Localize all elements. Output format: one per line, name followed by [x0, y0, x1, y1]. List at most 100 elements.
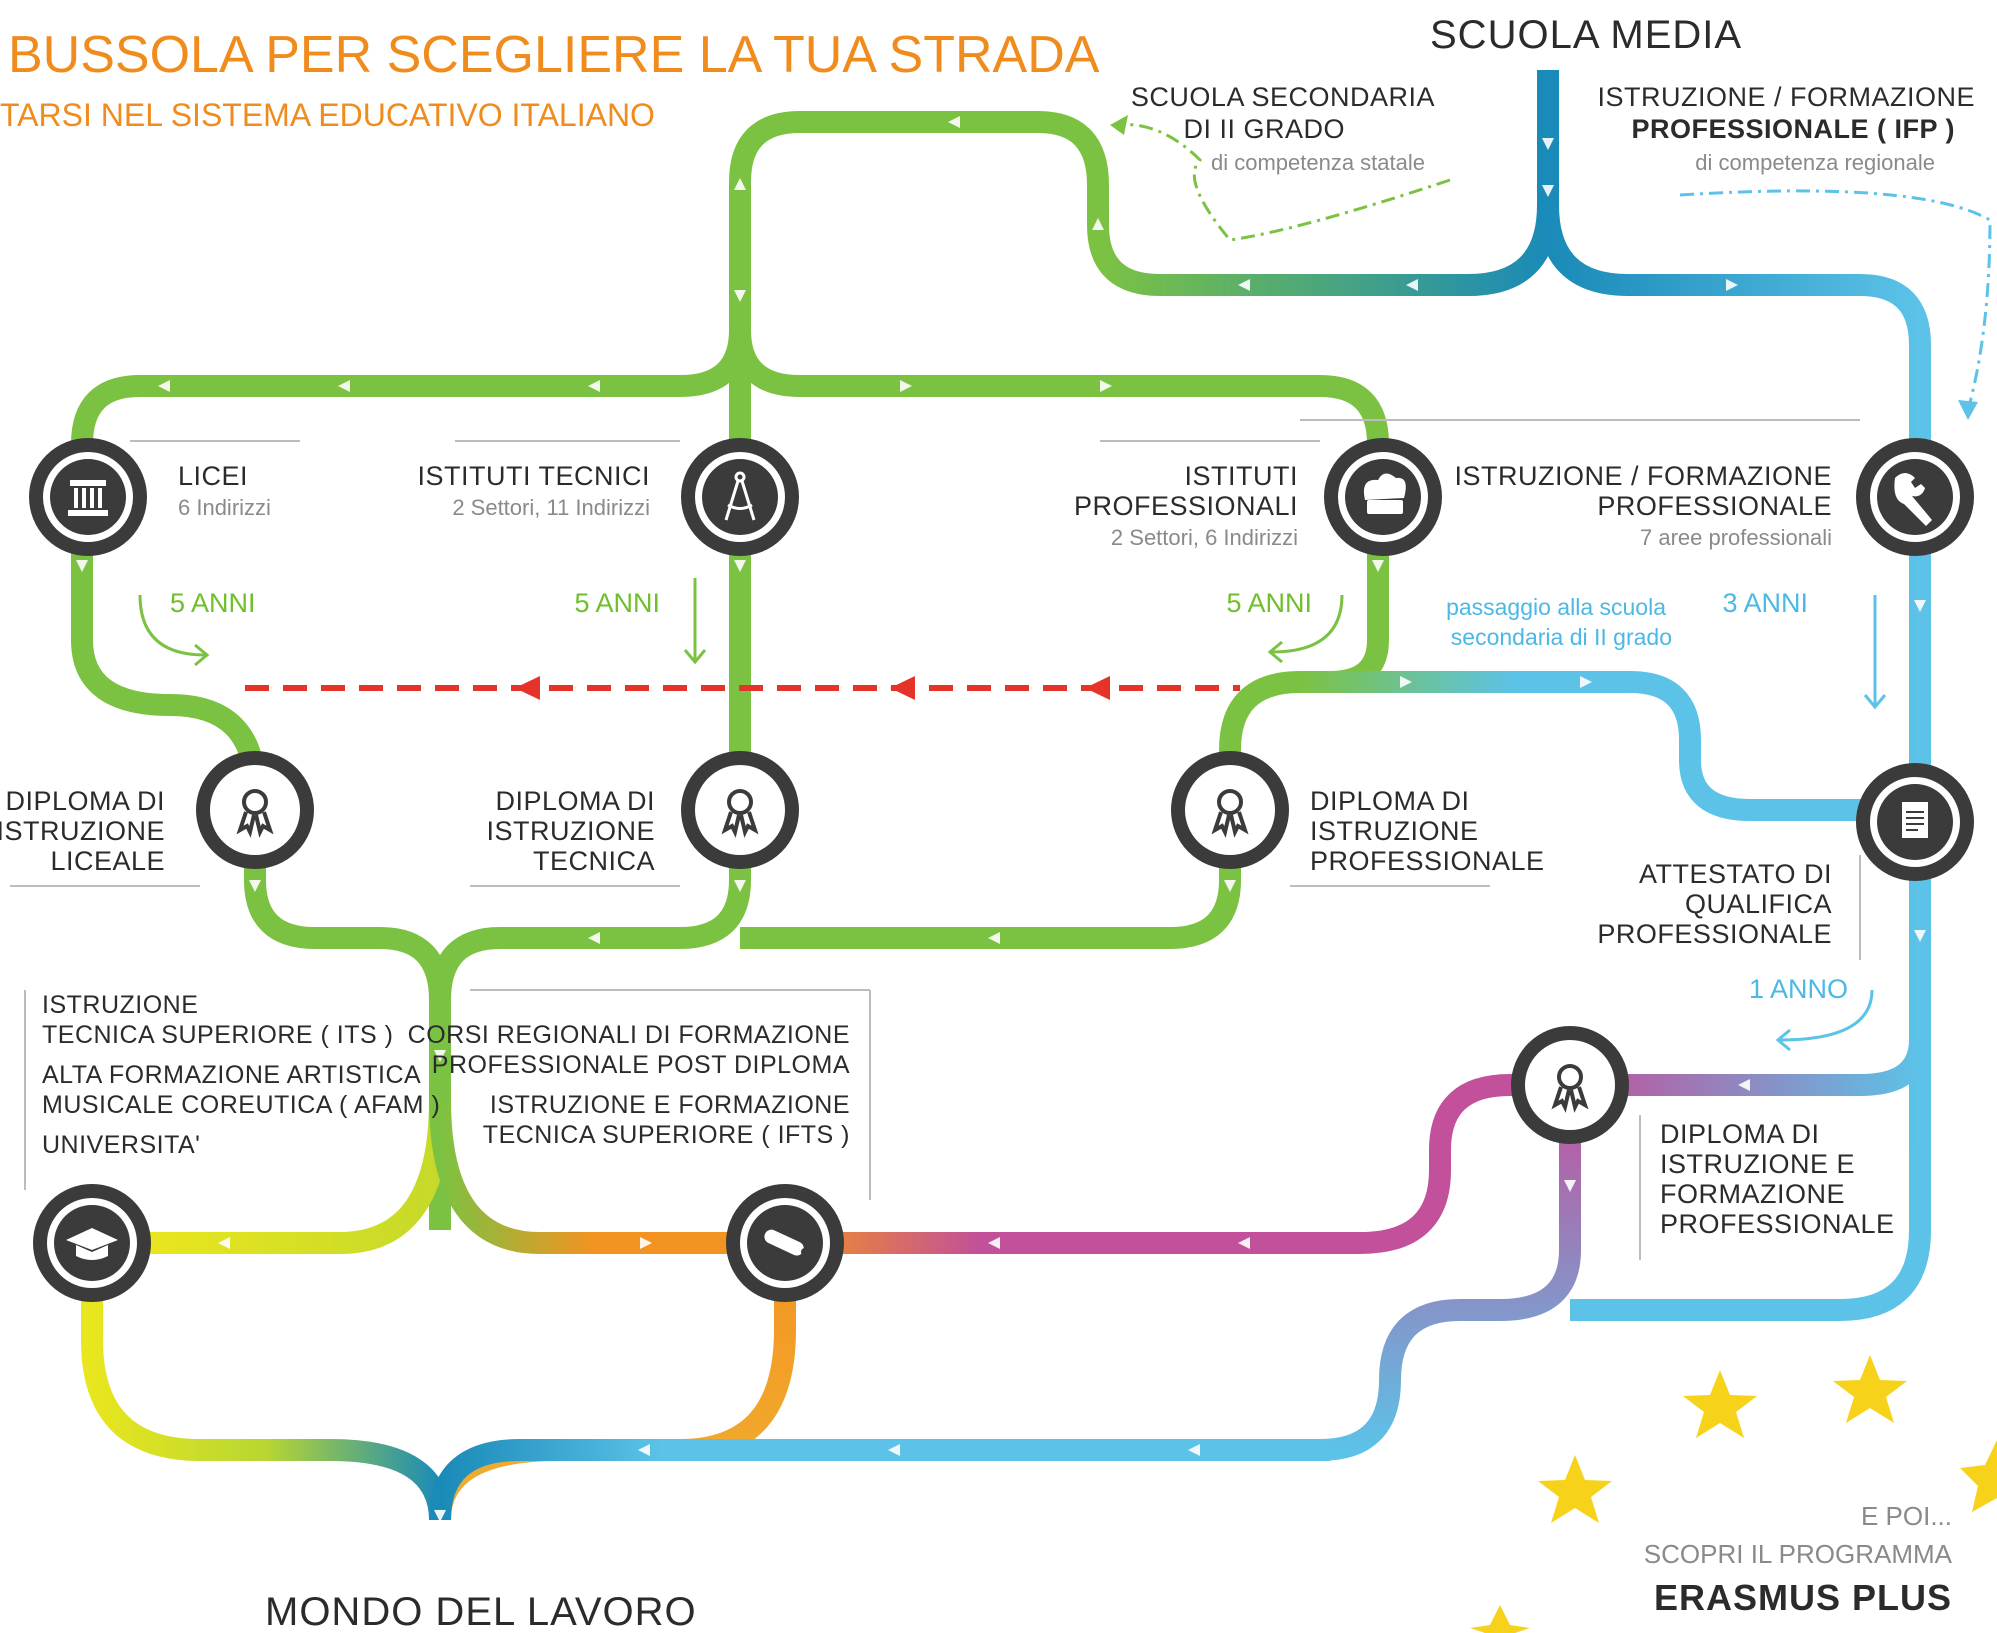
station-tecnici[interactable] [681, 438, 799, 556]
track-green-upper-loop [729, 111, 1109, 330]
station-licei[interactable] [29, 438, 147, 556]
tecnici-duration: 5 ANNI [574, 588, 660, 618]
attestato-l1: ATTESTATO DI [1639, 859, 1832, 889]
arrow-to-ifp [1679, 189, 1992, 411]
red-dashed-passage [245, 676, 1240, 700]
ifp-branch-title2: PROFESSIONALE ( IFP ) [1631, 114, 1955, 144]
track-ifp-bottom [1570, 1150, 1931, 1321]
ifts-l2: TECNICA SUPERIORE ( IFTS ) [483, 1121, 850, 1149]
ifp-detail: 7 aree professionali [1640, 525, 1832, 550]
diploma-ifp-l2: ISTRUZIONE E [1660, 1149, 1855, 1179]
ifts-l1: ISTRUZIONE E FORMAZIONE [490, 1091, 850, 1119]
page-title: BUSSOLA PER SCEGLIERE LA TUA STRADA [8, 26, 1100, 84]
state-branch-note: di competenza statale [1211, 150, 1425, 175]
station-diploma-liceale[interactable] [196, 751, 314, 869]
track-magenta-right [1570, 1039, 1931, 1096]
diploma-tecnica-l3: TECNICA [533, 846, 655, 876]
diploma-liceale-l1: DIPLOMA DI [5, 786, 165, 816]
professionali-name: ISTITUTI [1185, 461, 1299, 491]
diploma-liceale-l2: ISTRUZIONE [0, 816, 165, 846]
arrow-to-state [1114, 122, 1451, 242]
post-regional-l2: PROFESSIONALE POST DIPLOMA [432, 1051, 850, 1079]
star-icon [1960, 1440, 1997, 1512]
medal-icon [1551, 1064, 1589, 1113]
end-label: MONDO DEL LAVORO [265, 1590, 697, 1633]
track-post-horizontal [429, 1099, 785, 1254]
duration-arrows [138, 578, 1887, 1052]
diploma-tecnica-l2: ISTRUZIONE [486, 816, 655, 846]
erasmus-l1: E POI... [1861, 1501, 1952, 1531]
track-chevrons [76, 116, 1926, 1522]
diploma-ifp-l3: FORMAZIONE [1660, 1179, 1845, 1209]
certificate-icon [1902, 802, 1928, 838]
diploma-liceale-l3: LICEALE [50, 846, 165, 876]
station-professionali[interactable] [1324, 438, 1442, 556]
page-subtitle: TARSI NEL SISTEMA EDUCATIVO ITALIANO [0, 97, 655, 133]
star-icon [1470, 1605, 1530, 1633]
diploma-tecnica-l1: DIPLOMA DI [495, 786, 655, 816]
track-diplifp-down [560, 1085, 1581, 1461]
compass-icon [724, 471, 756, 521]
track-post-down [429, 1243, 796, 1521]
diploma-prof-l3: PROFESSIONALE [1310, 846, 1545, 876]
diploma-ifp-l4: PROFESSIONALE [1660, 1209, 1895, 1239]
track-uni-down [81, 1243, 451, 1521]
professionali-name2: PROFESSIONALI [1074, 491, 1298, 521]
track-prof-down [1219, 520, 1389, 815]
star-icon [1538, 1455, 1612, 1523]
medal-icon [236, 789, 274, 838]
licei-duration: 5 ANNI [170, 588, 256, 618]
tracks [71, 70, 1931, 1570]
track-tecnica-down [429, 815, 751, 1001]
chef-hat-icon [1363, 473, 1406, 514]
arrow-to-state-head [1110, 115, 1128, 135]
branch-arrows [1114, 122, 1992, 411]
professionali-detail: 2 Settori, 6 Indirizzi [1111, 525, 1298, 550]
ifp-branch-title: ISTRUZIONE / FORMAZIONE [1597, 82, 1975, 112]
ifp-branch-note: di competenza regionale [1695, 150, 1935, 175]
column-icon [68, 480, 108, 516]
station-universita[interactable] [33, 1184, 151, 1302]
graduation-cap-icon [66, 1228, 118, 1260]
track-magenta [785, 1074, 1570, 1254]
track-passage [1300, 671, 1920, 821]
attestato-l2: QUALIFICA [1685, 889, 1832, 919]
tecnici-detail: 2 Settori, 11 Indirizzi [452, 495, 650, 520]
erasmus-stars [1470, 1355, 1997, 1633]
ifp-name: ISTRUZIONE / FORMAZIONE [1454, 461, 1832, 491]
medal-icon [1211, 789, 1249, 838]
track-uni-horizontal [150, 1099, 451, 1254]
erasmus-l3: ERASMUS PLUS [1654, 1577, 1952, 1618]
attestato-l3: PROFESSIONALE [1597, 919, 1832, 949]
stations [29, 438, 1974, 1302]
state-branch-title: SCUOLA SECONDARIA [1131, 82, 1435, 112]
station-ifp[interactable] [1856, 438, 1974, 556]
station-diploma-professionale[interactable] [1171, 751, 1289, 869]
track-green-main [71, 329, 751, 520]
station-diploma-ifp[interactable] [1511, 1026, 1629, 1144]
afam-l1: ALTA FORMAZIONE ARTISTICA [42, 1061, 421, 1089]
ifp-name2: PROFESSIONALE [1597, 491, 1832, 521]
one-year: 1 ANNO [1749, 974, 1848, 1004]
station-post-diploma[interactable] [726, 1184, 844, 1302]
arrow-to-ifp-head [1958, 400, 1978, 420]
tecnici-name: ISTITUTI TECNICI [417, 461, 650, 491]
station-attestato[interactable] [1856, 763, 1974, 881]
track-to-ifp [1537, 204, 1931, 1150]
its-l1: ISTRUZIONE [42, 991, 198, 1019]
star-icon [1683, 1370, 1757, 1438]
licei-name: LICEI [178, 461, 248, 491]
leader-lines [10, 419, 1861, 1260]
star-icon [1833, 1355, 1907, 1423]
ifp-duration: 3 ANNI [1722, 588, 1808, 618]
diploma-ifp-l1: DIPLOMA DI [1660, 1119, 1820, 1149]
texts: BUSSOLA PER SCEGLIERE LA TUA STRADA TARS… [0, 13, 1975, 1633]
station-diploma-tecnica[interactable] [681, 751, 799, 869]
post-regional-l1: CORSI REGIONALI DI FORMAZIONE [408, 1021, 850, 1049]
afam-l2: MUSICALE COREUTICA ( AFAM ) [42, 1091, 440, 1119]
its-l2: TECNICA SUPERIORE ( ITS ) [42, 1021, 393, 1049]
universita: UNIVERSITA' [42, 1131, 200, 1159]
professionali-duration: 5 ANNI [1226, 588, 1312, 618]
diploma-prof-l2: ISTRUZIONE [1310, 816, 1479, 846]
passage-note2: secondaria di II grado [1451, 624, 1672, 650]
